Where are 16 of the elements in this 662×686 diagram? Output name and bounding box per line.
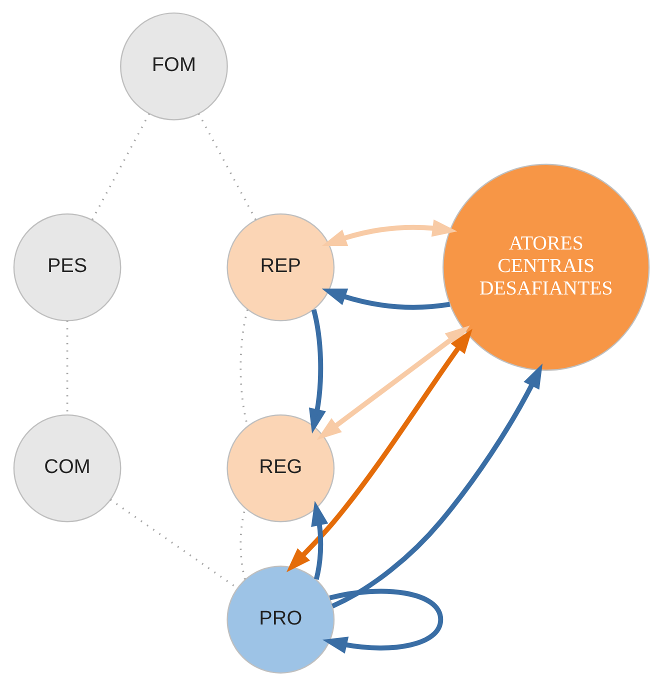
arrow <box>330 364 542 608</box>
arrow <box>316 326 470 440</box>
node-circle: PRO <box>226 566 334 674</box>
node-circle: PES <box>12 213 121 322</box>
arrow <box>308 309 326 434</box>
node-circle: FOM <box>120 12 228 120</box>
node-circle: REG <box>226 414 334 522</box>
arrow <box>321 288 450 310</box>
arrow <box>321 219 457 246</box>
arrow <box>310 500 328 580</box>
connector <box>90 113 150 220</box>
arrow <box>322 588 443 654</box>
node-circle: REP <box>226 213 334 322</box>
node-circle: COM <box>12 414 121 522</box>
arrow <box>286 328 472 572</box>
connector <box>197 113 256 220</box>
